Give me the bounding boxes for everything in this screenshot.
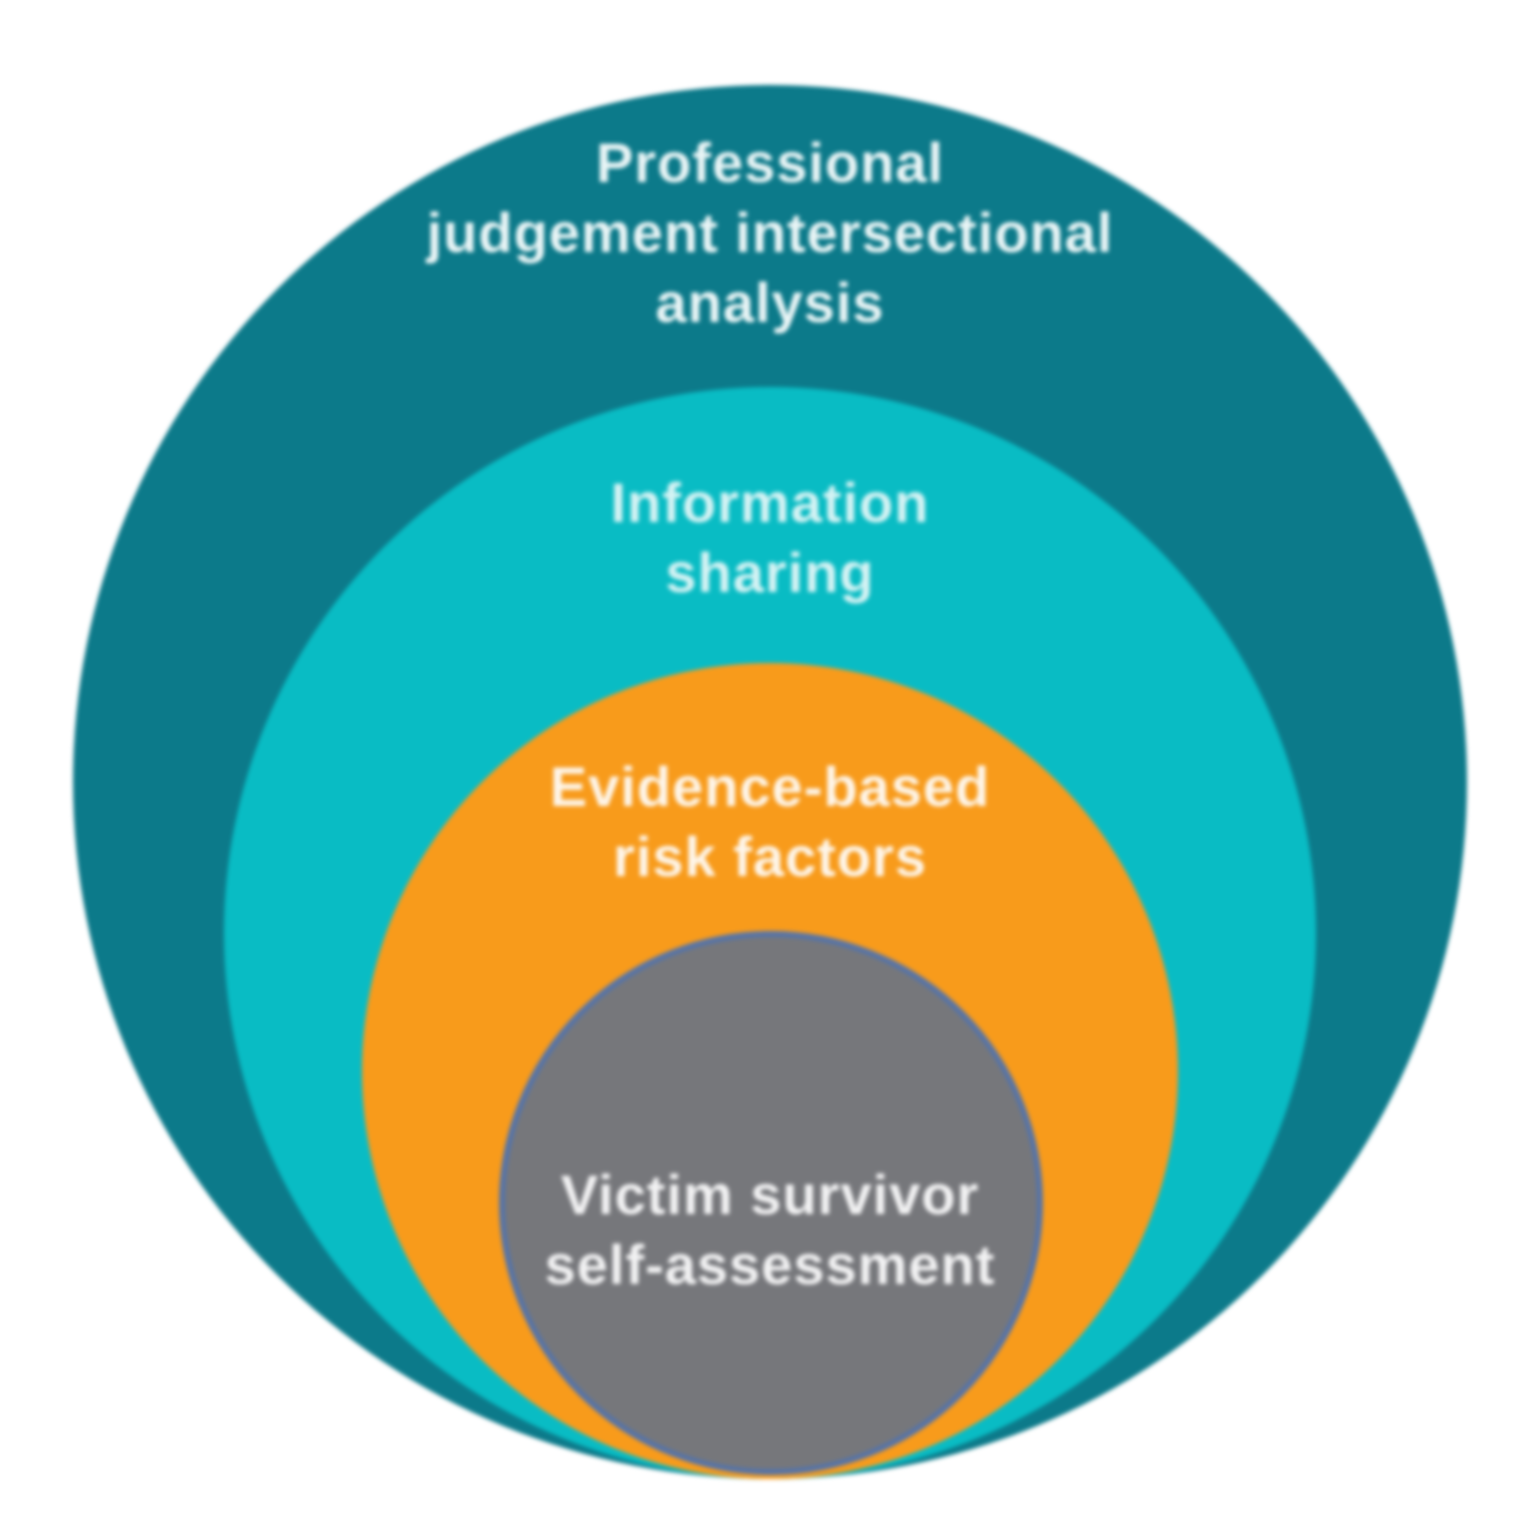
label-victim-survivor-self-assessment-line2: self-assessment	[544, 1233, 996, 1296]
label-information-sharing: Information sharing	[270, 468, 1270, 608]
circle-victim-survivor-self-assessment	[499, 931, 1043, 1475]
label-professional-judgement-line2: judgement intersectional	[426, 201, 1114, 264]
label-professional-judgement: Professional judgement intersectional an…	[270, 128, 1270, 338]
label-victim-survivor-self-assessment-line1: Victim survivor	[560, 1163, 980, 1226]
label-evidence-based-risk-factors-line2: risk factors	[613, 825, 927, 888]
label-information-sharing-line2: sharing	[665, 541, 875, 604]
label-evidence-based-risk-factors: Evidence-based risk factors	[270, 752, 1270, 892]
label-information-sharing-line1: Information	[610, 471, 930, 534]
label-victim-survivor-self-assessment: Victim survivor self-assessment	[270, 1160, 1270, 1300]
label-professional-judgement-line3: analysis	[655, 271, 885, 334]
label-professional-judgement-line1: Professional	[595, 131, 945, 194]
label-evidence-based-risk-factors-line1: Evidence-based	[549, 755, 991, 818]
